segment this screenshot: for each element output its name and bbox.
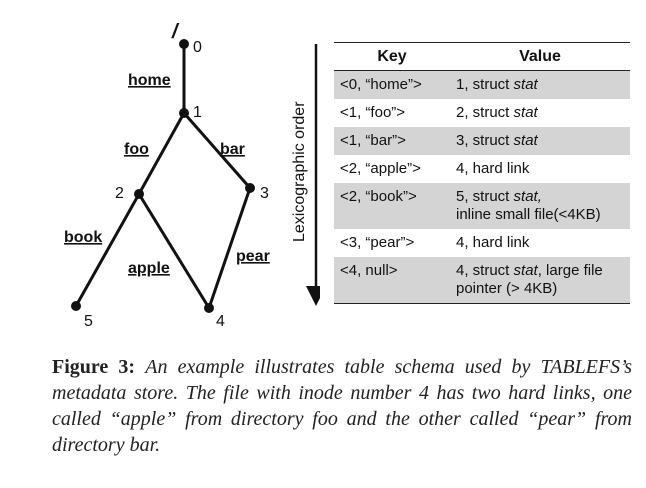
caption-text: An example illustrates table schema used…: [52, 356, 633, 456]
table-row: <1, “bar”> 3, struct stat: [334, 127, 630, 155]
figure-label: Figure 3:: [52, 356, 136, 378]
row-value: 3, struct stat: [450, 127, 630, 155]
row-value: 4, struct stat, large file pointer (> 4K…: [450, 257, 630, 304]
row-value: 1, struct stat: [450, 70, 630, 99]
node-label-5: 5: [84, 313, 93, 330]
row-key: <1, “foo”>: [340, 104, 406, 121]
edge-label-apple: apple: [128, 260, 170, 277]
tree-node-1: [179, 108, 189, 118]
row-key: <2, “apple”>: [340, 160, 421, 177]
tree-node-5: [71, 301, 81, 311]
edge-label-book: book: [64, 229, 102, 246]
key-value-table: Key Value <0, “home”> 1, struct stat <1,…: [334, 42, 630, 304]
inode-tree-diagram: / 0 1 2 3 4 5 home foo bar book apple pe…: [64, 21, 320, 330]
figure-caption: Figure 3: An example illustrates table s…: [52, 354, 632, 458]
row-value: 2, struct stat: [456, 104, 538, 121]
node-label-1: 1: [193, 104, 202, 121]
edge-label-foo: foo: [124, 141, 149, 158]
column-header-key: Key: [334, 42, 450, 71]
table-row: <2, “apple”> 4, hard link: [334, 155, 630, 183]
table-row: <1, “foo”> 2, struct stat: [334, 99, 630, 127]
row-key: <4, null>: [334, 257, 450, 304]
table-row: <2, “book”> 5, struct stat, inline small…: [334, 183, 630, 229]
tree-node-0: [179, 39, 189, 49]
edge-1-3: [182, 112, 252, 189]
lexicographic-order-label: Lexicographic order: [291, 101, 308, 242]
table-row: <0, “home”> 1, struct stat: [334, 70, 630, 99]
edge-2-5: [74, 193, 141, 307]
root-label: /: [171, 21, 180, 43]
node-label-2: 2: [115, 185, 124, 202]
row-key: <0, “home”>: [334, 70, 450, 99]
tree-node-4: [204, 303, 214, 313]
edge-1-2: [137, 112, 186, 195]
table-row: <3, “pear”> 4, hard link: [334, 229, 630, 257]
tree-node-2: [134, 189, 144, 199]
node-label-3: 3: [260, 185, 269, 202]
node-label-4: 4: [216, 313, 225, 330]
edge-label-home: home: [128, 72, 171, 89]
row-value: 5, struct stat, inline small file(<4KB): [450, 183, 630, 229]
table-row: <4, null> 4, struct stat, large file poi…: [334, 257, 630, 304]
edge-label-bar: bar: [220, 141, 245, 158]
table-header-row: Key Value: [334, 42, 630, 71]
edge-label-pear: pear: [236, 248, 270, 265]
row-value: 4, hard link: [456, 160, 530, 177]
row-key: <2, “book”>: [334, 183, 450, 229]
row-value: 4, hard link: [456, 234, 530, 251]
node-label-0: 0: [193, 39, 202, 56]
column-header-value: Value: [450, 42, 630, 71]
row-key: <1, “bar”>: [334, 127, 450, 155]
row-key: <3, “pear”>: [340, 234, 415, 251]
tree-node-3: [245, 183, 255, 193]
edge-2-4: [137, 193, 211, 309]
edge-3-4: [207, 187, 252, 309]
